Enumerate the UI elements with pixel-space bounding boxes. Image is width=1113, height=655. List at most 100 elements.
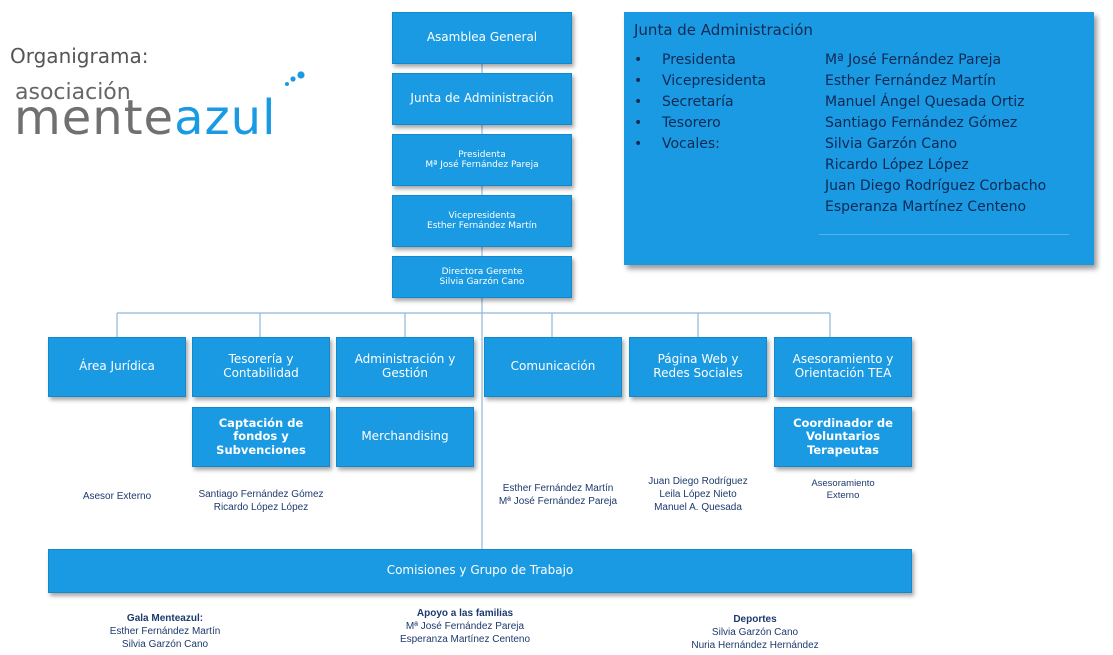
- note-pagina-web: Juan Diego Rodríguez Leila López Nieto M…: [630, 475, 766, 514]
- logo-part-2: azul: [174, 90, 277, 146]
- junta-role: [662, 199, 825, 215]
- group-apoyo: Apoyo a las familias Mª José Fernández P…: [380, 607, 550, 646]
- logo-dots-icon: [285, 71, 305, 86]
- junta-divider: [819, 234, 1069, 235]
- subarea-label: Terapeutas: [807, 442, 879, 457]
- junta-role: Presidenta: [662, 52, 736, 68]
- area-label: Área Jurídica: [79, 359, 155, 374]
- junta-row: Ricardo López López: [634, 157, 969, 173]
- note-asesoramiento: Asesoramiento Externo: [776, 478, 910, 503]
- group-line: Nuria Hernández Hernández: [691, 640, 819, 651]
- junta-name: Santiago Fernández Gómez: [825, 115, 1018, 131]
- subarea-label: Merchandising: [361, 429, 449, 444]
- junta-panel: Junta de Administración • Presidenta Mª Jo…: [624, 12, 1094, 265]
- presidenta-name: Mª José Fernández Pareja: [425, 160, 539, 170]
- junta-name: Silvia Garzón Cano: [825, 136, 958, 152]
- note-line: Esther Fernández Martín: [502, 483, 614, 494]
- directora-name: Silvia Garzón Cano: [439, 277, 525, 287]
- bullet: •: [634, 73, 643, 89]
- area-label: Contabilidad: [223, 366, 299, 380]
- subarea-label: Captación de: [218, 416, 304, 431]
- presidenta-title: Presidenta: [458, 149, 506, 160]
- junta-name: Manuel Ángel Quesada Ortiz: [825, 94, 1025, 110]
- junta-label: Junta de Administración: [410, 91, 554, 106]
- box-area-juridica: Área Jurídica: [48, 337, 186, 397]
- junta-row: Juan Diego Rodríguez Corbacho: [634, 178, 1046, 194]
- group-head: Apoyo a las familias: [416, 608, 514, 619]
- area-label: Página Web y: [657, 352, 739, 367]
- page-title: Organigrama:: [10, 44, 149, 68]
- box-junta-administracion: Junta de Administración: [392, 73, 572, 125]
- junta-role: Vicepresidenta: [662, 73, 767, 89]
- area-label: Gestión: [382, 366, 428, 380]
- bullet: •: [634, 115, 643, 131]
- subarea-label: Subvenciones: [216, 442, 306, 457]
- box-comunicacion: Comunicación: [484, 337, 622, 397]
- note-tesoreria: Santiago Fernández Gómez Ricardo López L…: [180, 488, 342, 514]
- vicepresidenta-title: Vicepresidenta: [448, 210, 516, 221]
- asamblea-label: Asamblea General: [426, 30, 538, 45]
- bullet: •: [634, 136, 643, 152]
- directora-title: Directora Gerente: [441, 266, 523, 277]
- note-line: Externo: [826, 490, 860, 502]
- group-head: Gala Menteazul:: [126, 613, 204, 624]
- note-line: Asesor Externo: [82, 491, 152, 502]
- box-comisiones: Comisiones y Grupo de Trabajo: [48, 549, 912, 593]
- note-comunicacion: Esther Fernández Martín Mª José Fernánde…: [484, 482, 632, 508]
- junta-row: • Presidenta Mª José Fernández Pareja: [634, 52, 1001, 68]
- group-line: Mª José Fernández Pareja: [405, 621, 525, 632]
- logo-part-1: mente: [14, 90, 175, 146]
- area-label: Redes Sociales: [653, 366, 743, 380]
- junta-role: [662, 157, 825, 173]
- bullet: •: [634, 52, 643, 68]
- junta-row: • Vicepresidenta Esther Fernández Martín: [634, 73, 996, 89]
- group-line: Esperanza Martínez Centeno: [399, 634, 531, 645]
- junta-panel-title: Junta de Administración: [634, 21, 813, 39]
- area-label: Asesoramiento y: [792, 352, 894, 367]
- area-label: Comunicación: [510, 359, 596, 374]
- group-deportes: Deportes Silvia Garzón Cano Nuria Hernán…: [665, 613, 845, 652]
- vicepresidenta-name: Esther Fernández Martín: [427, 221, 537, 231]
- junta-row: Esperanza Martínez Centeno: [634, 199, 1026, 215]
- note-line: Manuel A. Quesada: [654, 502, 742, 513]
- junta-name: Juan Diego Rodríguez Corbacho: [825, 178, 1047, 194]
- junta-role: Secretaría: [662, 94, 734, 110]
- group-gala: Gala Menteazul: Esther Fernández Martín …: [90, 612, 240, 651]
- note-area-juridica: Asesor Externo: [52, 490, 182, 503]
- junta-role: [662, 178, 825, 194]
- box-merchandising: Merchandising: [336, 407, 474, 467]
- note-line: Asesoramiento: [811, 478, 875, 489]
- logo-small-text: asociación: [15, 80, 131, 105]
- box-asamblea-general: Asamblea General: [392, 12, 572, 64]
- junta-name: Esperanza Martínez Centeno: [825, 199, 1027, 215]
- junta-name: Esther Fernández Martín: [825, 73, 997, 89]
- subarea-label: Voluntarios: [805, 429, 881, 444]
- note-line: Santiago Fernández Gómez: [198, 489, 324, 500]
- junta-name: Ricardo López López: [825, 157, 969, 173]
- note-line: Leila López Nieto: [659, 489, 737, 500]
- junta-name: Mª José Fernández Pareja: [825, 52, 1002, 68]
- note-line: Juan Diego Rodríguez: [648, 476, 748, 487]
- group-line: Esther Fernández Martín: [109, 626, 221, 637]
- junta-row: • Vocales: Silvia Garzón Cano: [634, 136, 957, 152]
- group-line: Silvia Garzón Cano: [121, 639, 209, 650]
- junta-role: Vocales:: [662, 136, 720, 152]
- group-head: Deportes: [733, 614, 777, 625]
- note-line: Mª José Fernández Pareja: [498, 496, 618, 507]
- area-label: Orientación TEA: [794, 366, 892, 380]
- subarea-label: Coordinador de: [793, 416, 893, 431]
- bullet: •: [634, 94, 643, 110]
- subarea-label: fondos y: [233, 429, 289, 444]
- area-label: Tesorería y: [228, 352, 294, 367]
- comisiones-label: Comisiones y Grupo de Trabajo: [386, 563, 574, 578]
